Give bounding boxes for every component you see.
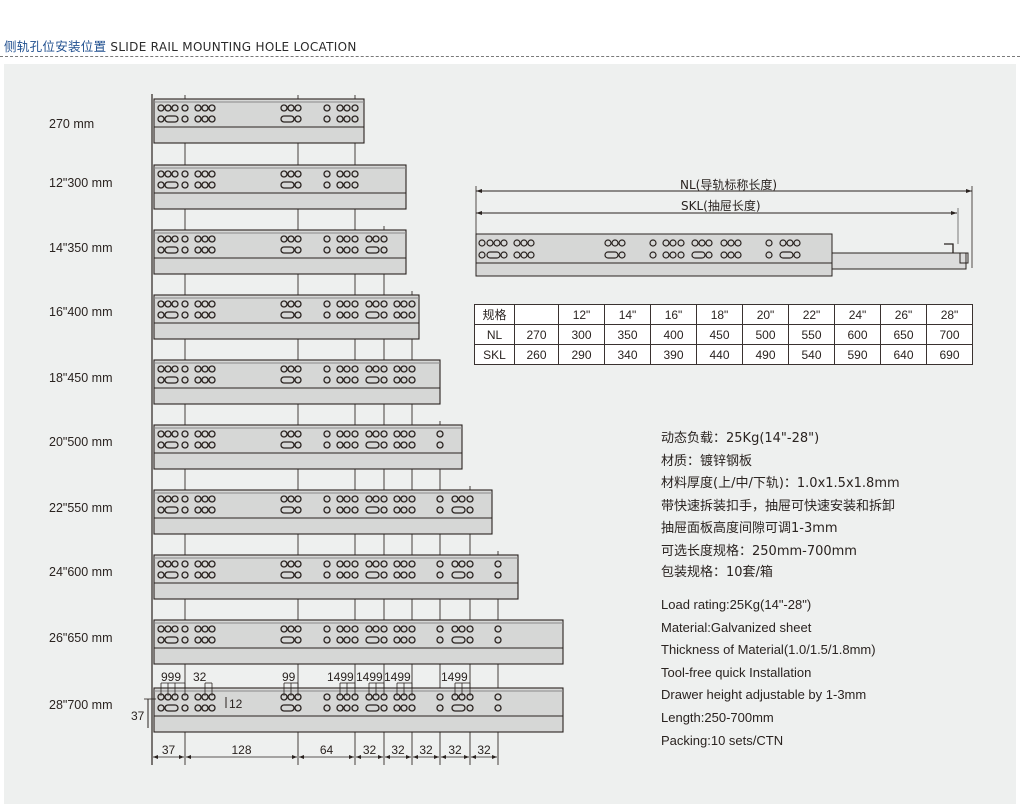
spec-line: 材质：镀锌钢板 bbox=[661, 453, 753, 469]
table-cell: 690 bbox=[926, 344, 973, 365]
dimension-value: 99 bbox=[282, 670, 296, 684]
table-cell: 540 bbox=[788, 344, 835, 365]
table-cell: 400 bbox=[650, 324, 697, 345]
rail-row bbox=[153, 554, 519, 600]
dimension-value: 1499 bbox=[384, 670, 411, 684]
dimension-value: 128 bbox=[231, 743, 252, 757]
rail-row bbox=[153, 229, 407, 275]
table-cell: 340 bbox=[604, 344, 651, 365]
table-cell: 640 bbox=[880, 344, 927, 365]
spec-table-row-nl: NL 270 300 350 400 450 500 550 600 650 7… bbox=[474, 324, 973, 345]
rail-row bbox=[153, 359, 441, 405]
table-cell: 28" bbox=[926, 304, 973, 325]
dimension-value: 32 bbox=[193, 670, 207, 684]
dimension-value: 12 bbox=[229, 697, 243, 711]
spec-line: Length:250-700mm bbox=[661, 709, 774, 725]
spec-line: 动态负载：25Kg(14"-28") bbox=[661, 431, 820, 446]
table-cell: 16" bbox=[650, 304, 697, 325]
table-cell: 12" bbox=[558, 304, 605, 325]
rail-length-label: 26"650 mm bbox=[49, 631, 113, 645]
spec-line: Material:Galvanized sheet bbox=[661, 619, 812, 635]
table-cell: 490 bbox=[742, 344, 789, 365]
rail-row bbox=[153, 294, 420, 340]
nl-dimension-label: NL(导轨标称长度) bbox=[680, 178, 778, 192]
spec-table-row-skl: SKL 260 290 340 390 440 490 540 590 640 … bbox=[474, 344, 973, 365]
rail-length-label: 22"550 mm bbox=[49, 501, 113, 515]
rail-row bbox=[153, 619, 564, 665]
table-cell: 270 bbox=[514, 324, 559, 345]
table-cell: 500 bbox=[742, 324, 789, 345]
rail-length-label: 18"450 mm bbox=[49, 371, 113, 385]
table-cell: 300 bbox=[558, 324, 605, 345]
spec-line: Thickness of Material(1.0/1.5/1.8mm) bbox=[661, 642, 876, 658]
spec-line: Packing:10 sets/CTN bbox=[661, 732, 784, 748]
spec-table-header-row: 规格 12" 14" 16" 18" 20" 22" 24" 26" 28" bbox=[474, 304, 973, 325]
dimension-value: 999 bbox=[161, 670, 182, 684]
spec-line: 材料厚度(上/中/下轨)：1.0x1.5x1.8mm bbox=[661, 476, 900, 492]
dimension-value: 32 bbox=[362, 743, 377, 757]
spec-line: Load rating:25Kg(14"-28") bbox=[661, 597, 812, 612]
table-cell: 390 bbox=[650, 344, 697, 365]
spec-line: 可选长度规格：250mm-700mm bbox=[661, 543, 857, 559]
table-cell: SKL bbox=[474, 344, 515, 365]
table-cell: 590 bbox=[834, 344, 881, 365]
dimension-value: 32 bbox=[448, 743, 462, 757]
rail-length-label: 12"300 mm bbox=[49, 176, 113, 190]
title-en: SLIDE RAIL MOUNTING HOLE LOCATION bbox=[110, 40, 357, 54]
dimension-value: 37 bbox=[131, 709, 145, 723]
table-cell: 规格 bbox=[474, 304, 515, 325]
table-cell: 600 bbox=[834, 324, 881, 345]
dimension-value: 64 bbox=[319, 743, 334, 757]
table-cell: 350 bbox=[604, 324, 651, 345]
dimension-value: 1499 bbox=[356, 670, 383, 684]
dimension-value: 37 bbox=[161, 743, 176, 757]
table-cell: 440 bbox=[696, 344, 743, 365]
rail-row bbox=[153, 687, 564, 733]
rail-length-label: 16"400 mm bbox=[49, 305, 113, 319]
spec-line: Tool-free quick Installation bbox=[661, 664, 812, 680]
table-cell: 650 bbox=[880, 324, 927, 345]
table-cell: 14" bbox=[604, 304, 651, 325]
dashed-divider bbox=[0, 56, 1020, 57]
table-cell: 450 bbox=[696, 324, 743, 345]
rail-row bbox=[153, 164, 407, 210]
spec-line: Drawer height adjustable by 1-3mm bbox=[661, 687, 867, 703]
specs-english: Load rating:25Kg(14"-28") Material:Galva… bbox=[661, 594, 876, 752]
table-cell: 18" bbox=[696, 304, 743, 325]
table-cell bbox=[514, 304, 559, 325]
table-cell: 700 bbox=[926, 324, 973, 345]
title-cn: 侧轨孔位安装位置 bbox=[4, 39, 107, 54]
rail-length-label: 20"500 mm bbox=[49, 435, 113, 449]
rail-row bbox=[153, 424, 463, 470]
skl-dimension-label: SKL(抽屉长度) bbox=[681, 199, 761, 213]
rail-length-label: 24"600 mm bbox=[49, 565, 113, 579]
dimension-value: 32 bbox=[477, 743, 491, 757]
specs-chinese: 动态负载：25Kg(14"-28") 材质：镀锌钢板 材料厚度(上/中/下轨)：… bbox=[661, 428, 900, 582]
dimension-value: 1499 bbox=[327, 670, 354, 684]
table-cell: NL bbox=[474, 324, 515, 345]
spec-line: 抽屉面板高度间隙可调1-3mm bbox=[661, 521, 838, 537]
table-cell: 290 bbox=[558, 344, 605, 365]
rail-row bbox=[153, 98, 365, 144]
spec-line: 包装规格：10套/箱 bbox=[661, 564, 773, 580]
rail-row bbox=[153, 489, 493, 535]
dimension-value: 32 bbox=[419, 743, 433, 757]
rail-length-label: 28"700 mm bbox=[49, 698, 113, 712]
table-cell: 260 bbox=[514, 344, 559, 365]
spec-line: 带快速拆装扣手，抽屉可快速安装和拆卸 bbox=[661, 498, 896, 514]
slide-rail-side-view bbox=[475, 186, 973, 277]
rail-length-label: 14"350 mm bbox=[49, 241, 113, 255]
table-cell: 550 bbox=[788, 324, 835, 345]
table-cell: 24" bbox=[834, 304, 881, 325]
table-cell: 22" bbox=[788, 304, 835, 325]
dimension-value: 32 bbox=[391, 743, 405, 757]
rail-length-label: 270 mm bbox=[49, 117, 95, 131]
spec-table: 规格 12" 14" 16" 18" 20" 22" 24" 26" 28" N… bbox=[474, 304, 973, 365]
table-cell: 20" bbox=[742, 304, 789, 325]
table-cell: 26" bbox=[880, 304, 927, 325]
dimension-value: 1499 bbox=[441, 670, 468, 684]
